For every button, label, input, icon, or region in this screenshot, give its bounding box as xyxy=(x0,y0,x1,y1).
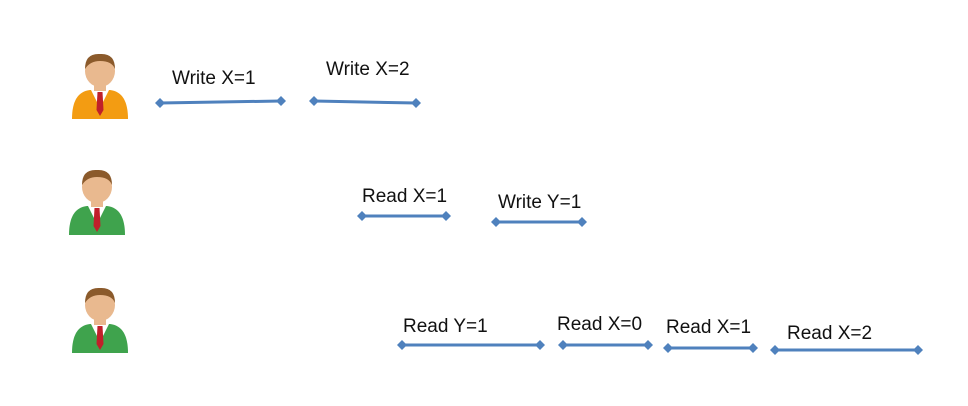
interval-write-x1-line xyxy=(158,99,283,105)
person-green-icon-3 xyxy=(72,287,128,353)
operation-label-write-x1: Write X=1 xyxy=(172,68,256,89)
operation-label-write-x2: Write X=2 xyxy=(326,59,410,80)
interval-write-x1-start-marker xyxy=(155,98,165,108)
interval-write-x2-line xyxy=(312,99,418,105)
interval-read-x1-end-marker xyxy=(441,211,451,221)
operation-label-read-x1: Read X=1 xyxy=(362,186,448,207)
interval-read-x0-start-marker xyxy=(558,340,568,350)
person-green-icon-2 xyxy=(69,169,125,235)
person-orange-icon-1 xyxy=(72,53,128,119)
operation-label-read-x0: Read X=0 xyxy=(557,314,643,335)
interval-read-y1-start-marker xyxy=(397,340,407,350)
interval-write-x2-end-marker xyxy=(411,98,421,108)
interval-write-y1-end-marker xyxy=(577,217,587,227)
interval-write-y1-start-marker xyxy=(491,217,501,227)
interval-read-x1-late-end-marker xyxy=(748,343,758,353)
interval-read-x1-start-marker xyxy=(357,211,367,221)
interval-read-y1-end-marker xyxy=(535,340,545,350)
operation-label-read-y1: Read Y=1 xyxy=(403,316,488,337)
interval-read-x0-end-marker xyxy=(643,340,653,350)
interval-read-x2-start-marker xyxy=(770,345,780,355)
operation-label-read-x1-late: Read X=1 xyxy=(666,317,752,338)
operation-label-read-x2: Read X=2 xyxy=(787,323,873,344)
operation-label-write-y1: Write Y=1 xyxy=(498,192,582,213)
interval-read-x1-late-start-marker xyxy=(663,343,673,353)
interval-write-x1-end-marker xyxy=(276,96,286,106)
interval-write-x2-start-marker xyxy=(309,96,319,106)
interval-read-x2-end-marker xyxy=(913,345,923,355)
